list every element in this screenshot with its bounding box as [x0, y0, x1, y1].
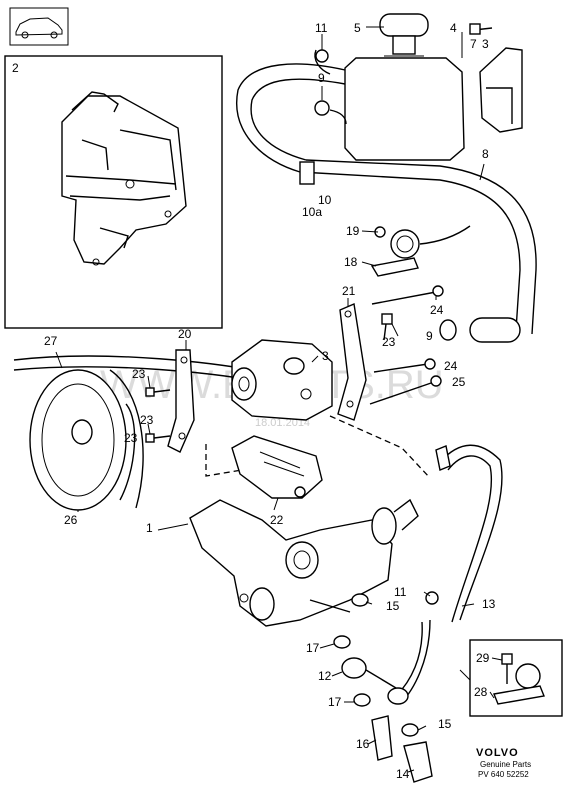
label-17-bottom: 17 [328, 695, 342, 709]
banjo-fittings [333, 591, 439, 783]
label-3-mid: 3 [322, 349, 329, 363]
watermark-date: 18.01.2014 [255, 417, 310, 429]
label-23-b: 23 [140, 413, 154, 427]
steering-gear [189, 498, 419, 627]
label-15-top: 15 [386, 599, 400, 613]
reservoir-hoses [236, 49, 537, 335]
dashed-guide-right [329, 415, 431, 479]
label-7: 7 [470, 37, 477, 51]
hose-clamp [370, 225, 471, 277]
label-9-mid: 9 [426, 329, 433, 343]
label-27: 27 [44, 334, 58, 348]
label-18: 18 [344, 255, 358, 269]
brand-code: PV 640 52252 [478, 770, 529, 779]
label-1: 1 [146, 521, 153, 535]
label-22: 22 [270, 513, 284, 527]
label-19: 19 [346, 224, 360, 238]
car-thumbnail [9, 7, 69, 46]
label-3-top: 3 [482, 37, 489, 51]
volvo-branding: VOLVO Genuine Parts PV 640 52252 [476, 747, 531, 779]
label-23-right: 23 [382, 335, 396, 349]
pump-brackets [167, 303, 367, 453]
reservoir-bracket [469, 23, 523, 133]
pressure-line [395, 444, 503, 705]
fluid-reservoir [344, 13, 465, 161]
inset-bracket-box [4, 55, 223, 329]
label-2: 2 [12, 61, 19, 75]
part-labels: 2 11 5 4 7 3 9 8 10 10a 19 18 24 21 9 23… [12, 21, 496, 781]
label-16: 16 [356, 737, 370, 751]
label-14: 14 [396, 767, 410, 781]
label-15-bottom: 15 [438, 717, 452, 731]
label-5: 5 [354, 21, 361, 35]
label-11-bottom: 11 [394, 585, 407, 599]
label-29: 29 [476, 651, 490, 665]
label-23-c: 23 [124, 431, 138, 445]
label-11-top: 11 [315, 21, 328, 35]
label-28: 28 [474, 685, 488, 699]
label-23-a: 23 [132, 367, 146, 381]
label-21: 21 [342, 284, 356, 298]
label-26: 26 [64, 513, 78, 527]
label-10: 10 [318, 193, 332, 207]
lower-bracket [231, 435, 323, 499]
label-10a: 10a [302, 205, 322, 219]
label-4: 4 [450, 21, 457, 35]
label-25: 25 [452, 375, 466, 389]
long-bolts [369, 285, 444, 405]
power-steering-pump [231, 339, 333, 421]
label-24-mid: 24 [444, 359, 458, 373]
label-17-top: 17 [306, 641, 320, 655]
label-20: 20 [178, 327, 192, 341]
label-12: 12 [318, 669, 332, 683]
brand-name: VOLVO [476, 747, 519, 759]
return-hose-section [439, 317, 521, 343]
dashed-guide-left [205, 444, 243, 477]
label-24-top: 24 [430, 303, 444, 317]
label-13: 13 [482, 597, 496, 611]
label-8: 8 [482, 147, 489, 161]
inset-clamp-box [469, 639, 563, 717]
label-9-top: 9 [318, 71, 325, 85]
leader-lines [55, 26, 503, 773]
brand-subtitle: Genuine Parts [480, 760, 531, 769]
